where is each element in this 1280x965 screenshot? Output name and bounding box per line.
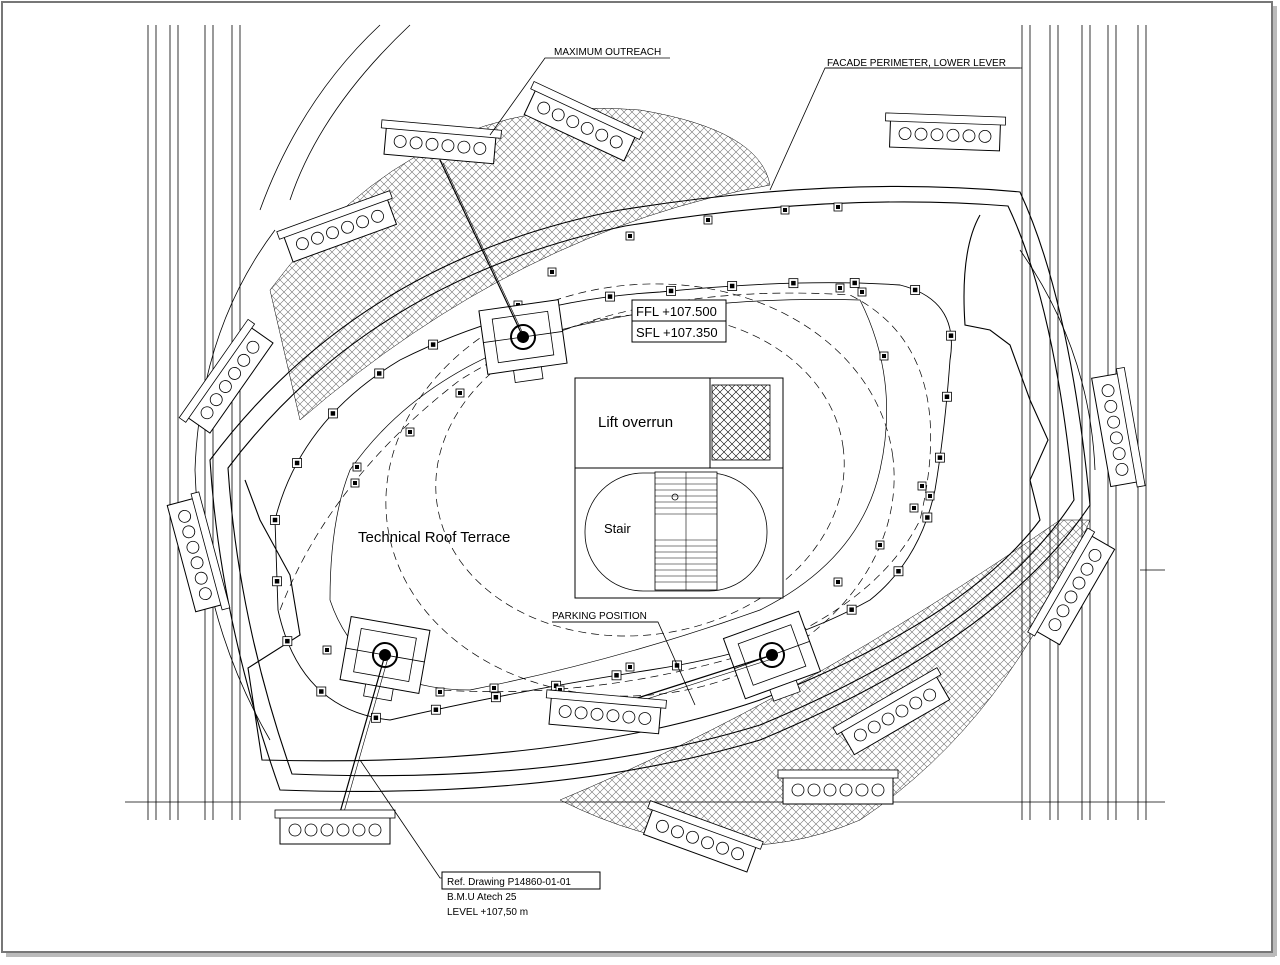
rail-marker-core xyxy=(925,515,930,520)
rail-marker-core xyxy=(852,280,857,286)
rail-marker-core xyxy=(274,579,280,584)
rail-marker-core xyxy=(860,290,864,294)
rail-marker-core xyxy=(706,218,710,222)
bmu-cradle xyxy=(832,667,951,756)
rail-marker-core xyxy=(920,484,924,488)
inner-rail-markers xyxy=(322,202,935,697)
bmu-jib-arm xyxy=(439,159,524,338)
rail-marker-core xyxy=(430,342,436,347)
rail-marker-core xyxy=(896,569,901,574)
rail-marker-core xyxy=(948,333,954,338)
roof-outline xyxy=(209,185,1091,792)
lift-overrun-label: Lift overrun xyxy=(598,414,673,431)
rail-marker-core xyxy=(836,205,840,209)
bmu-machine xyxy=(339,615,431,702)
bmu-cradle xyxy=(777,769,899,805)
rail-marker-core xyxy=(325,648,329,652)
roof-terrace-label: Technical Roof Terrace xyxy=(358,529,510,546)
rail-marker-core xyxy=(668,288,674,294)
rail-marker-core xyxy=(729,283,735,289)
stair-node xyxy=(671,493,679,501)
rail-marker-core xyxy=(628,234,632,238)
maximum-outreach-label: MAXIMUM OUTREACH xyxy=(554,47,661,58)
rail-marker-core xyxy=(330,411,336,416)
rail-marker-core xyxy=(882,354,886,358)
bmu-cradle xyxy=(523,80,644,162)
rail-marker-core xyxy=(550,270,554,274)
ref-drawing-label: Ref. Drawing P14860-01-01 xyxy=(447,877,571,888)
rail-marker-core xyxy=(836,580,840,584)
rail-marker-core xyxy=(493,694,499,700)
rail-marker-core xyxy=(376,371,382,376)
bmu-cradle xyxy=(380,119,502,165)
rail-marker-core xyxy=(791,280,796,286)
ffl-level-label: FFL +107.500 xyxy=(636,304,717,319)
rail-marker-core xyxy=(912,287,918,293)
parking-position-label: PARKING POSITION xyxy=(552,611,647,622)
bmu-cradle xyxy=(276,190,398,263)
bmu-machine xyxy=(478,299,568,383)
bmu-model-label: B.M.U Atech 25 xyxy=(447,892,517,903)
bmu-cradle xyxy=(545,689,667,735)
rail-marker-core xyxy=(912,506,916,510)
rail-marker-core xyxy=(294,460,300,466)
rail-marker-core xyxy=(492,686,496,690)
bmu-cradle xyxy=(1027,527,1116,646)
rail-marker-core xyxy=(928,494,932,498)
facade-sweep-arcs xyxy=(194,24,1096,741)
core-block xyxy=(574,377,784,599)
rail-marker-core xyxy=(937,455,943,460)
ref-drawing-box xyxy=(441,871,601,890)
bmu-cradle xyxy=(274,809,396,845)
bmu-cradle xyxy=(1091,366,1146,488)
bmu-jib-arm xyxy=(334,654,386,831)
rail-marker-core xyxy=(272,517,278,523)
rail-marker-core xyxy=(849,607,854,612)
rail-marker-core xyxy=(607,294,613,299)
bmu-cradle xyxy=(885,112,1007,152)
rail-marker-core xyxy=(944,394,950,400)
bmu-track-guides xyxy=(279,283,931,697)
bmu-cradle xyxy=(178,318,274,434)
rail-marker-core xyxy=(355,465,359,469)
rail-marker-core xyxy=(433,707,439,712)
rail-marker-core xyxy=(614,673,619,678)
bmu-jib-arm xyxy=(442,162,527,341)
rail-marker-core xyxy=(285,638,290,644)
rail-marker-core xyxy=(408,430,412,434)
rail-marker-core xyxy=(878,543,882,547)
rail-marker-core xyxy=(458,391,462,395)
stair-label: Stair xyxy=(604,521,631,536)
bmu-cradle xyxy=(166,491,231,613)
rail-marker-core xyxy=(319,689,324,694)
rail-marker-core xyxy=(353,481,357,485)
sfl-level-label: SFL +107.350 xyxy=(636,325,718,340)
rail-marker-core xyxy=(373,715,379,721)
stair-treads xyxy=(655,472,717,590)
bmu-units xyxy=(166,80,1146,873)
bmu-jib-arm xyxy=(337,657,389,834)
rail-marker-core xyxy=(438,690,442,694)
ffl-box xyxy=(631,299,727,343)
facade-perimeter-label: FACADE PERIMETER, LOWER LEVER xyxy=(827,58,1006,69)
rail-marker-core xyxy=(558,688,562,692)
rail-marker-core xyxy=(628,665,632,669)
bmu-cradle xyxy=(642,800,764,873)
rail-marker-core xyxy=(783,208,787,212)
rail-marker-core xyxy=(838,286,842,290)
level-label: LEVEL +107,50 m xyxy=(447,907,528,918)
